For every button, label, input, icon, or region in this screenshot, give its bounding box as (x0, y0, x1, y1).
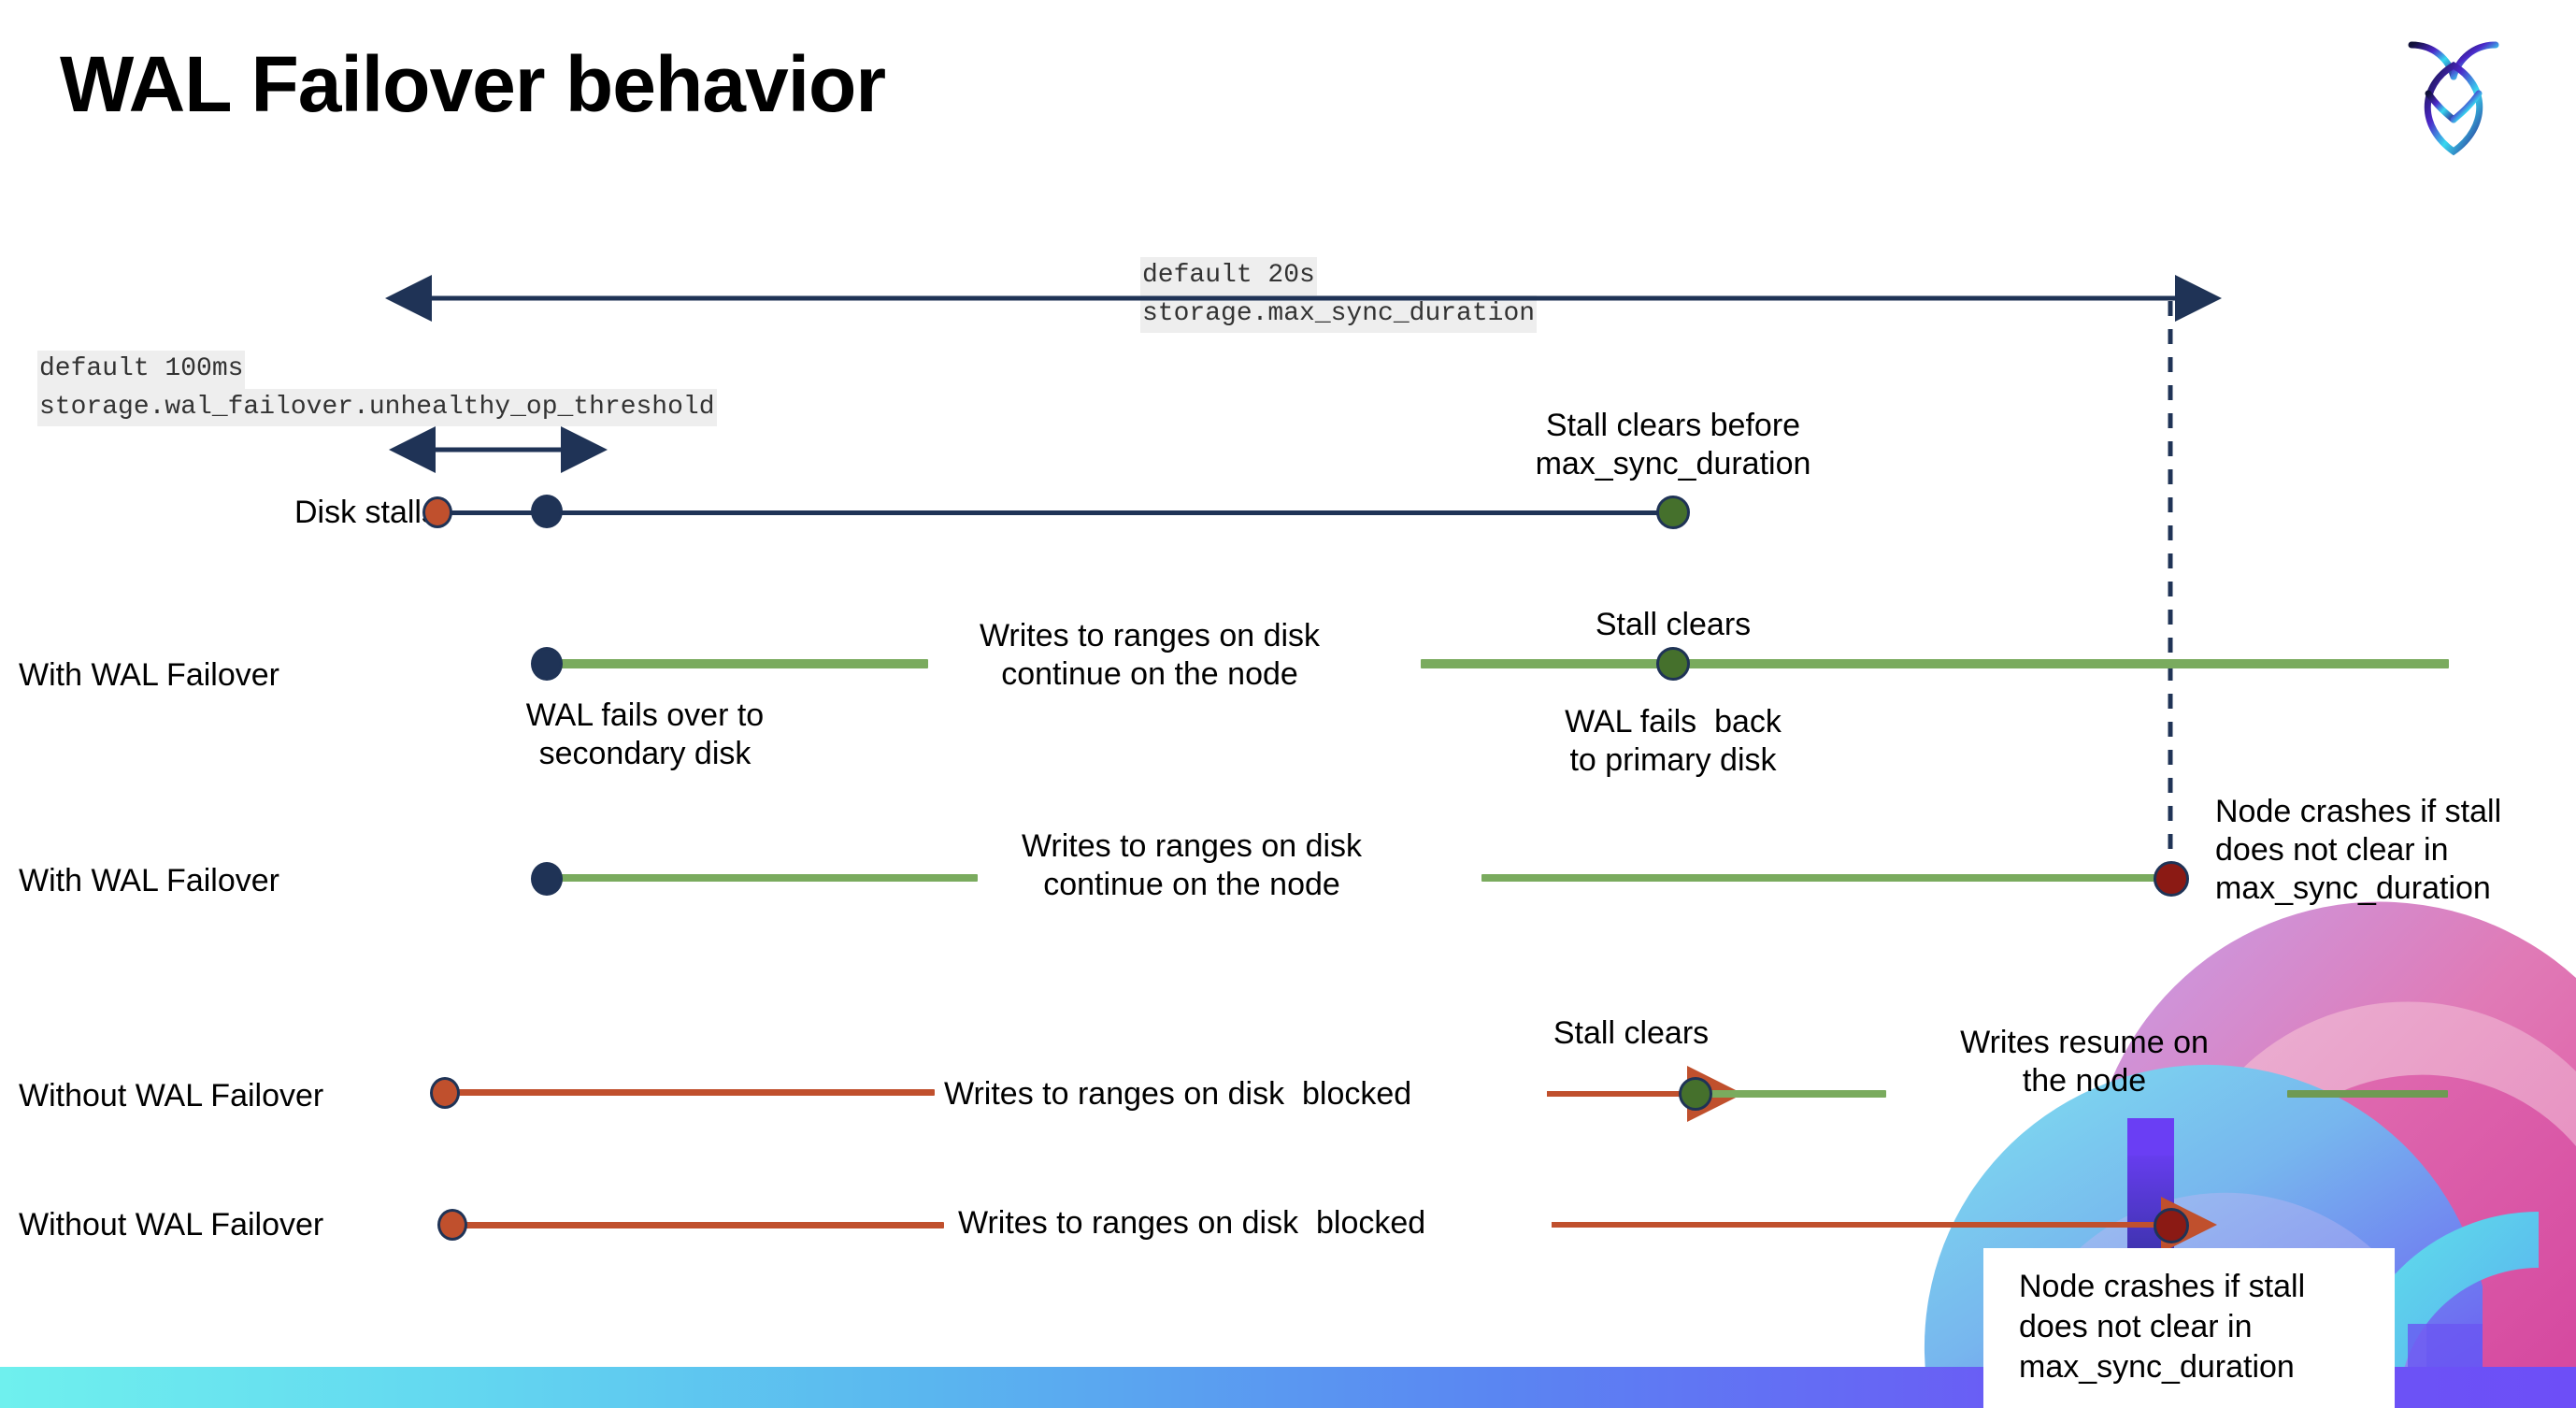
note-node-crashes-row3: Node crashes if stall does not clear in … (2215, 794, 2502, 906)
disk-stall-clears-dot (1656, 496, 1690, 529)
note-writes-resume: Writes resume on the node (1960, 1025, 2209, 1099)
note-writes-blocked-row4: Writes to ranges on disk blocked (944, 1076, 1412, 1112)
page-title: WAL Failover behavior (60, 40, 886, 128)
without-failover-crash-start-dot (437, 1209, 467, 1241)
disk-stall-threshold-dot (531, 495, 563, 528)
unhealthy-op-threshold-default: default 100ms (37, 351, 246, 389)
row-label-with-failover-clears: With WAL Failover (19, 657, 279, 693)
max-sync-duration-annotation: default 20s storage.max_sync_duration (1140, 257, 1538, 334)
with-failover-clears-segment-1 (540, 659, 928, 668)
row-label-without-failover-clears: Without WAL Failover (19, 1078, 324, 1113)
without-failover-clears-green-segment (1709, 1090, 1886, 1098)
without-failover-clears-green-segment-far (2287, 1090, 2448, 1098)
unhealthy-op-threshold-setting: storage.wal_failover.unhealthy_op_thresh… (37, 388, 717, 427)
with-failover-clears-start-dot (531, 647, 563, 681)
without-failover-clears-orange-segment (449, 1089, 935, 1096)
without-failover-clears-start-dot (430, 1077, 460, 1109)
note-writes-blocked-row5: Writes to ranges on disk blocked (958, 1205, 1426, 1241)
with-failover-crash-node-crash-dot (2154, 861, 2189, 897)
without-failover-crash-node-crash-dot (2154, 1208, 2189, 1243)
row-label-with-failover-crash: With WAL Failover (19, 863, 279, 898)
disk-stalls-timeline (439, 510, 1673, 515)
with-failover-clears-segment-2 (1421, 659, 2449, 668)
note-stall-clears-row4: Stall clears (1553, 1015, 1710, 1051)
note-stall-clears-row2: Stall clears (1595, 607, 1752, 642)
with-failover-crash-segment-2 (1481, 874, 2173, 882)
note-stall-clears-before: Stall clears before max_sync_duration (1535, 408, 1811, 481)
note-wal-fails-back: WAL fails back to primary disk (1565, 704, 1782, 778)
cockroachdb-logo-icon (2408, 41, 2499, 156)
without-failover-crash-orange-segment (458, 1222, 944, 1228)
max-sync-duration-setting: storage.max_sync_duration (1140, 295, 1538, 334)
with-failover-clears-stall-clears-dot (1656, 647, 1690, 681)
with-failover-crash-segment-1 (540, 874, 978, 882)
disk-stall-start-dot (422, 496, 452, 528)
unhealthy-op-threshold-annotation: default 100ms storage.wal_failover.unhea… (37, 351, 717, 427)
with-failover-crash-start-dot (531, 862, 563, 896)
note-wal-fails-over: WAL fails over to secondary disk (525, 697, 765, 771)
row-label-disk-stalls: Disk stalls (293, 495, 437, 530)
row-label-without-failover-crash: Without WAL Failover (19, 1207, 324, 1243)
note-writes-continue-row3: Writes to ranges on disk continue on the… (1021, 828, 1363, 902)
max-sync-duration-default: default 20s (1140, 257, 1317, 295)
note-writes-continue-row2: Writes to ranges on disk continue on the… (979, 618, 1321, 692)
without-failover-clears-stall-clears-dot (1679, 1077, 1712, 1111)
node-crash-callout-box (1983, 1248, 2395, 1408)
note-node-crashes-row5: Node crashes if stall does not clear in … (2019, 1269, 2306, 1385)
